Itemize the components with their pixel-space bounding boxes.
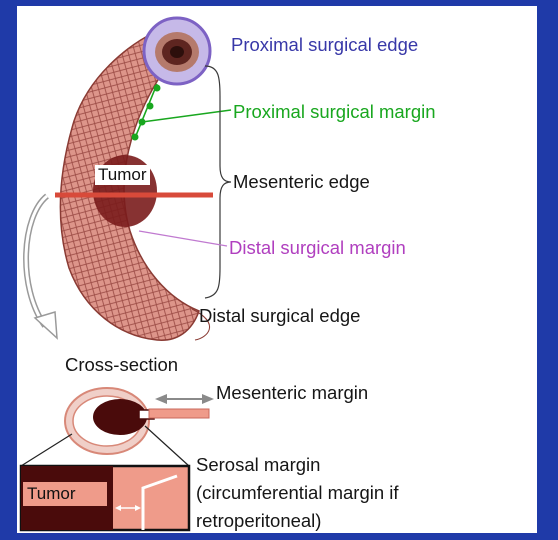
- mesenteric-brace: [205, 66, 231, 298]
- curved-arrow: [26, 196, 57, 338]
- cross-section-ring: [65, 388, 209, 454]
- diagram-panel: Proximal surgical edge Proximal surgical…: [17, 6, 537, 533]
- label-tumor-main: Tumor: [95, 165, 150, 185]
- label-serosal-margin: Serosal margin: [196, 454, 320, 475]
- label-distal-surgical-margin: Distal surgical margin: [229, 237, 406, 258]
- label-serosal-note-line2: retroperitoneal): [196, 510, 321, 531]
- label-mesenteric-edge: Mesenteric edge: [233, 171, 370, 192]
- proximal-edge-ring: [144, 18, 210, 84]
- distal-margin-pointer: [139, 231, 227, 246]
- label-cross-section: Cross-section: [65, 354, 178, 375]
- label-proximal-surgical-edge: Proximal surgical edge: [231, 34, 418, 55]
- label-serosal-note-line1: (circumferential margin if: [196, 482, 399, 503]
- label-tumor-inset: Tumor: [27, 484, 76, 504]
- label-mesenteric-margin: Mesenteric margin: [216, 382, 368, 403]
- label-distal-surgical-edge: Distal surgical edge: [199, 305, 360, 326]
- mesenteric-margin-arrow: [155, 394, 214, 404]
- label-proximal-surgical-margin: Proximal surgical margin: [233, 101, 436, 122]
